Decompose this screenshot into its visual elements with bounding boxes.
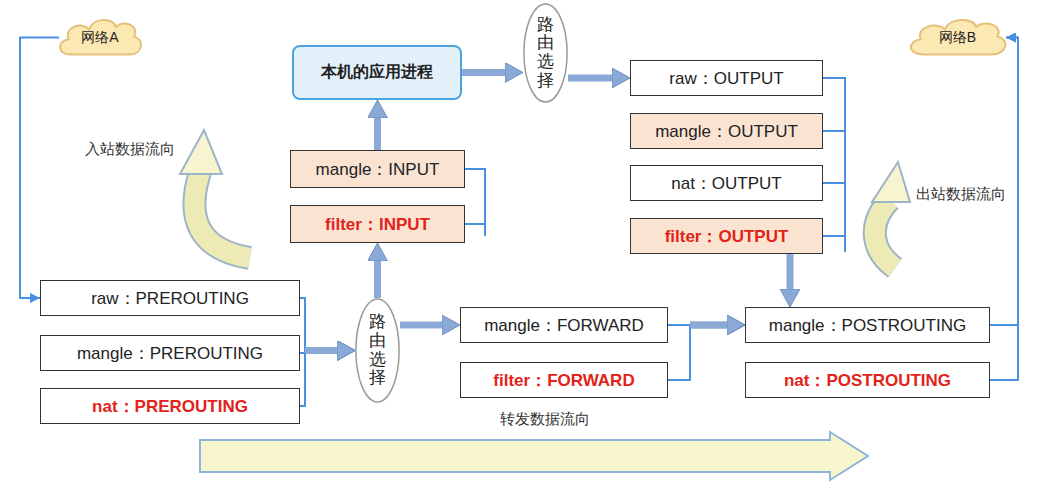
connector-arrow [305,347,347,354]
output-bracket [823,78,845,252]
flow-connector [300,351,347,407]
chain-box: filter：INPUT [290,205,465,243]
connector-arrow [690,322,737,329]
chain-box: filter：FORWARD [460,362,668,398]
node-label: mangle：POSTROUTING [763,314,972,337]
chain-box: raw：PREROUTING [40,280,300,316]
chain-box: mangle：POSTROUTING [745,307,990,343]
routing-ellipse: 路由选择 [523,3,568,103]
chain-box: filter：OUTPUT [630,218,823,254]
flow-connector [462,72,515,73]
connector-line [990,38,1018,381]
chain-box: nat：PREROUTING [40,388,300,424]
connector-line [668,324,690,326]
flow-label: 转发数据流向 [500,410,590,429]
node-label: mangle：OUTPUT [649,120,804,143]
connector-arrow [374,251,381,298]
flow-connector [20,38,59,299]
node-label: 网络B [933,29,982,47]
node-label: nat：POSTROUTING [778,369,957,392]
node-label: raw：OUTPUT [663,67,789,90]
connector-arrow [462,69,515,76]
connector-line [300,298,305,351]
node-label: filter：OUTPUT [659,225,795,248]
node-label: nat：PREROUTING [86,395,254,418]
connector-line [990,38,1018,326]
forward-big-arrow [200,432,868,480]
input-bracket [465,169,485,236]
flow-label: 入站数据流向 [85,140,175,159]
network-cloud: 网络B [905,15,1010,60]
process-box: 本机的应用进程 [292,45,462,100]
vertical-label: 路由选择 [537,16,554,91]
inbound-curved-arrow [180,130,250,258]
flow-connector [300,351,347,354]
flow-connector [790,254,791,299]
vertical-label: 路由选择 [369,313,386,388]
flow-connector [668,325,737,380]
node-label: raw：PREROUTING [85,287,255,310]
flow-connector [990,38,1018,381]
outbound-curved-arrow [872,162,910,268]
routing-ellipse: 路由选择 [355,298,400,403]
node-label: 网络A [75,29,124,47]
node-label: mangle：PREROUTING [71,342,269,365]
connector-arrow [568,75,622,82]
chain-box: nat：OUTPUT [630,165,823,201]
connector-line [300,351,305,407]
connector-line [20,38,59,299]
connector-line [668,325,690,380]
flow-connector [377,108,378,150]
flow-label: 出站数据流向 [916,185,1006,204]
flow-connector [990,38,1018,326]
connector-arrow [400,322,452,329]
node-label: mangle：FORWARD [478,314,650,337]
chain-box: mangle：PREROUTING [40,335,300,371]
chain-box: mangle：INPUT [290,150,465,188]
connector-arrow [305,347,347,354]
chain-box: raw：OUTPUT [630,60,823,96]
node-label: filter：INPUT [319,213,436,236]
chain-box: mangle：OUTPUT [630,113,823,149]
chain-box: mangle：FORWARD [460,307,668,343]
flow-connector [668,325,737,326]
flow-connector [400,325,452,326]
node-label: nat：OUTPUT [665,172,788,195]
connector-arrow [305,347,347,354]
connector-arrow [374,108,381,150]
connector-arrow [787,254,794,299]
node-label: filter：FORWARD [487,369,640,392]
connector-arrow [690,322,737,329]
node-label: 本机的应用进程 [315,62,439,83]
flow-connector [300,298,347,351]
flow-connector [568,78,622,79]
node-label: mangle：INPUT [310,158,446,181]
flow-connector [377,251,378,298]
chain-box: nat：POSTROUTING [745,362,990,398]
network-cloud: 网络A [55,15,145,60]
